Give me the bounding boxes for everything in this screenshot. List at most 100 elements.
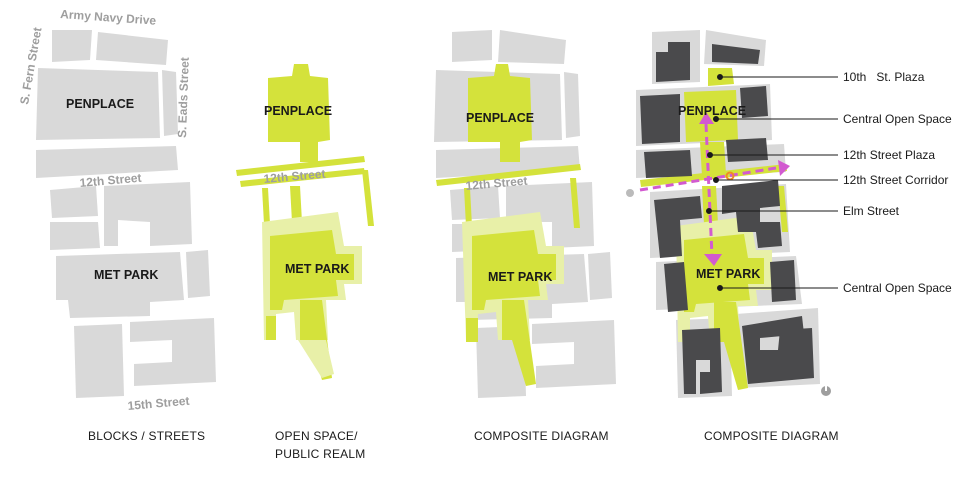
leader-dot — [713, 116, 719, 122]
block — [186, 250, 210, 298]
north-arrow-icon — [821, 382, 831, 396]
building — [644, 150, 692, 178]
side-street — [778, 186, 788, 232]
callout-label-elm-street: Elm Street — [843, 204, 900, 218]
block — [588, 252, 612, 300]
street-12th-band — [436, 164, 581, 186]
block — [104, 182, 192, 246]
district-label-penplace: PENPLACE — [678, 104, 746, 118]
street-12th-band — [240, 168, 365, 187]
penplace-plaza — [268, 64, 330, 162]
caption-open-space: OPEN SPACE/ PUBLIC REALM — [275, 427, 365, 463]
flow-line-elm — [704, 123, 714, 257]
building — [726, 138, 768, 162]
block — [36, 68, 160, 140]
block — [450, 186, 500, 220]
met-park-corridor — [266, 316, 276, 340]
met-park-corridor — [502, 300, 536, 386]
block — [532, 320, 616, 388]
street-label-army-navy: Army Navy Drive — [60, 7, 157, 28]
block — [498, 30, 566, 64]
side-street — [262, 188, 270, 224]
building — [740, 86, 768, 118]
plaza-12th-street — [700, 142, 726, 176]
block — [50, 222, 100, 250]
penplace-plaza — [468, 64, 532, 162]
caption-composite-buildings: COMPOSITE DIAGRAM — [704, 429, 839, 443]
street-12th-band — [236, 156, 365, 176]
side-street — [464, 188, 472, 226]
building — [664, 262, 688, 312]
street-label-eads: S. Eads Street — [175, 57, 192, 138]
leader-dot — [707, 152, 713, 158]
building — [656, 42, 690, 82]
street-label-12th: 12th Street — [79, 171, 142, 190]
panel-open-space — [236, 64, 374, 380]
district-label-penplace: PENPLACE — [466, 111, 534, 125]
connector — [290, 186, 302, 222]
panel-composite-labels: PENPLACE 12th Street MET PARK — [465, 111, 552, 284]
panel-composite-buildings — [626, 30, 838, 398]
district-label-penplace: PENPLACE — [66, 97, 134, 111]
callout-label-12th-street-plaza: 12th Street Plaza — [843, 148, 935, 162]
callout-label-central-open-space-2: Central Open Space — [843, 281, 952, 295]
street-label-15th: 15th Street — [127, 394, 190, 413]
street-label-12th: 12th Street — [465, 174, 528, 193]
arrow-head-east — [778, 160, 790, 176]
caption-open-space-line1: OPEN SPACE/ — [275, 429, 358, 443]
caption-open-space-line2: PUBLIC REALM — [275, 447, 366, 461]
block — [96, 32, 168, 65]
arrow-head-north — [699, 112, 714, 124]
leader-dot — [717, 285, 723, 291]
building — [682, 328, 722, 394]
building — [640, 94, 680, 144]
building — [722, 180, 782, 248]
district-label-met-park: MET PARK — [94, 268, 158, 282]
side-street — [570, 178, 580, 228]
building — [742, 316, 814, 384]
block — [564, 72, 580, 138]
caption-blocks-streets: BLOCKS / STREETS — [88, 429, 206, 443]
building — [654, 196, 702, 258]
met-park-core — [472, 230, 556, 310]
callout-leaders — [706, 74, 838, 291]
panel-composite-buildings-labels: PENPLACE MET PARK 10th St. Plaza Central… — [678, 70, 952, 295]
central-open-space-met-park — [684, 234, 764, 312]
district-label-met-park: MET PARK — [285, 262, 349, 276]
block — [56, 252, 184, 318]
panel-blocks-streets — [36, 30, 216, 398]
leader-dot — [713, 177, 719, 183]
central-open-space-penplace — [684, 90, 738, 142]
block — [74, 324, 124, 398]
district-label-met-park: MET PARK — [488, 270, 552, 284]
leader-dot — [706, 208, 712, 214]
callout-label-12th-street-corridor: 12th Street Corridor — [843, 173, 948, 187]
met-park-core — [270, 230, 354, 310]
street-12th-corridor-band — [640, 164, 787, 187]
pedestrian-flow-arrows — [639, 123, 777, 257]
caption-composite: COMPOSITE DIAGRAM — [474, 429, 609, 443]
callout-label-central-open-space: Central Open Space — [843, 112, 952, 126]
street-label-12th: 12th Street — [263, 167, 326, 186]
block — [130, 318, 216, 386]
met-park-corridor — [466, 318, 478, 342]
flow-origin-marker — [626, 189, 634, 197]
block — [452, 30, 492, 62]
block — [36, 146, 178, 178]
met-park-corridor — [714, 302, 748, 390]
panel-open-space-labels: PENPLACE 12th Street MET PARK — [263, 104, 349, 276]
met-park-frame — [298, 340, 334, 378]
building — [712, 44, 760, 64]
district-label-penplace: PENPLACE — [264, 104, 332, 118]
callout-label-10th-st-plaza: 10th St. Plaza — [843, 70, 925, 84]
block — [162, 70, 178, 136]
block — [52, 30, 92, 62]
arrow-head-south — [704, 254, 722, 266]
panel-composite — [434, 30, 616, 398]
leader-dot — [717, 74, 723, 80]
district-label-met-park: MET PARK — [696, 267, 760, 281]
building — [770, 260, 796, 302]
side-street — [362, 170, 374, 226]
block — [50, 186, 98, 218]
